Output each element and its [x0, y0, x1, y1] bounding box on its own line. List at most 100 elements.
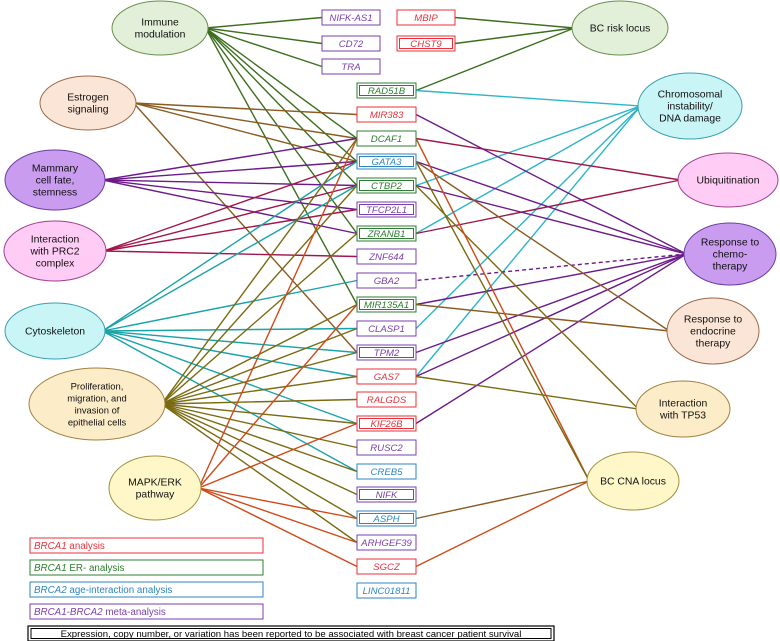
- gene-tra: TRA: [321, 58, 381, 75]
- gene-box: [356, 510, 417, 527]
- gene-arhgef39: ARHGEF39: [356, 534, 417, 551]
- gene-box-inner: [399, 38, 453, 49]
- edge-mammary-dcaf1: [102, 137, 358, 181]
- gene-label: RUSC2: [370, 443, 403, 454]
- edge-chemo-kif26b: [415, 253, 687, 425]
- edge-cin-clasp1: [415, 105, 642, 329]
- gene-box: [396, 35, 456, 52]
- gene-rad51b: RAD51B: [356, 82, 417, 99]
- category-label-line: Interaction: [31, 235, 80, 246]
- gene-box-inner: [359, 513, 414, 524]
- edge-immune-cd72: [205, 27, 323, 45]
- edge-bccna-gata3: [415, 161, 590, 482]
- gene-label: CD72: [339, 39, 364, 50]
- edge-cin-gas7: [415, 105, 642, 377]
- edge-chemo-gba2: [415, 253, 687, 282]
- edge-endo-mir135a1: [415, 303, 670, 332]
- gene-label: GAS7: [374, 372, 400, 383]
- category-ellipse: [3, 220, 107, 282]
- gene-label: RALGDS: [367, 395, 407, 406]
- gene-box: [356, 153, 417, 170]
- category-label-line: modulation: [135, 30, 186, 41]
- gene-zranb1: ZRANB1: [356, 225, 417, 242]
- gene-box: [356, 82, 417, 99]
- category-label-line: invasion of: [75, 405, 120, 416]
- category-label-line: endocrine: [690, 327, 736, 338]
- edge-prolif-gas7: [161, 375, 358, 405]
- category-label-line: Response to: [701, 238, 760, 249]
- category-label-line: with TP53: [659, 411, 706, 422]
- gene-box: [356, 177, 417, 194]
- edge-bccna-asph: [415, 480, 590, 520]
- category-label-line: Mammary: [32, 164, 79, 175]
- category-ellipse: [677, 152, 779, 208]
- edge-immune-dcaf1: [205, 27, 358, 140]
- edge-prc2-gata3: [103, 160, 358, 252]
- edge-prolif-asph: [161, 403, 358, 520]
- gene-cd72: CD72: [321, 35, 381, 52]
- gene-label: KIF26B: [371, 419, 404, 430]
- edge-cytoskeleton-gata3: [102, 160, 358, 332]
- edge-chemo-mir383: [415, 113, 687, 255]
- edge-cytoskeleton-clasp1: [102, 327, 358, 332]
- edge-cytoskeleton-ctbp2: [102, 184, 358, 332]
- gene-box: [356, 486, 417, 503]
- category-ellipse: [4, 149, 106, 211]
- edge-immune-mir135a1: [204, 27, 358, 305]
- edges-layer: [102, 16, 687, 568]
- edge-prc2-tfcp2l1: [103, 208, 358, 252]
- gene-box: [356, 296, 417, 313]
- legend-rest: age-interaction analysis: [67, 585, 173, 596]
- category-label-line: pathway: [136, 490, 176, 501]
- gene-label: TRA: [341, 62, 360, 73]
- edge-mammary-tfcp2l1: [102, 179, 358, 211]
- gene-label: MIR135A1: [364, 300, 409, 311]
- gene-box: [321, 35, 381, 52]
- category-ellipse: [586, 451, 680, 511]
- edge-prolif-tpm2: [161, 351, 358, 405]
- gene-label: MIR383: [370, 110, 404, 121]
- edge-prolif-creb5: [161, 403, 358, 473]
- gene-box-inner: [359, 180, 414, 191]
- edge-cin-ctbp2: [415, 105, 641, 187]
- legend-item: BRCA2 age-interaction analysis: [29, 581, 264, 598]
- edge-mapk-kif26b: [198, 422, 358, 489]
- edge-prolif-kif26b: [161, 403, 358, 425]
- legend-item: BRCA1-BRCA2 meta-analysis: [29, 603, 264, 620]
- gene-label: DCAF1: [371, 134, 402, 145]
- edge-prolif-rusc2: [161, 403, 358, 449]
- gene-box: [356, 201, 417, 218]
- category-label-line: Proliferation,: [71, 381, 124, 392]
- gene-box: [356, 225, 417, 242]
- legend-rest: ER- analysis: [67, 563, 125, 574]
- edge-cytoskeleton-gba2: [102, 279, 358, 332]
- gene-box: [356, 439, 417, 456]
- category-ellipse: [111, 0, 209, 56]
- category-label-line: BC CNA locus: [600, 477, 666, 488]
- edge-chemo-tpm2: [415, 253, 687, 354]
- legend-label: BRCA1 ER- analysis: [34, 563, 124, 574]
- category-label-line: therapy: [713, 262, 748, 273]
- gene-kif26b: KIF26B: [356, 415, 417, 432]
- legend-label: BRCA1 analysis: [34, 541, 105, 552]
- gene-box-inner: [359, 489, 414, 500]
- category-label-line: MAPK/ERK: [128, 478, 182, 489]
- edge-bccna-dcaf1: [415, 138, 590, 482]
- category-cytoskeleton: Cytoskeleton: [4, 302, 106, 360]
- gene-box-inner: [359, 418, 414, 429]
- gene-label: NIFK-AS1: [329, 13, 372, 24]
- edge-chemo-gas7: [415, 253, 687, 378]
- edge-prolif-zranb1: [161, 232, 358, 405]
- categories-layer: ImmunemodulationEstrogensignalingMammary…: [3, 0, 779, 521]
- gene-box: [356, 368, 417, 385]
- category-label-line: chemo-: [713, 250, 748, 261]
- gene-label: MBIP: [414, 13, 438, 24]
- gene-mir383: MIR383: [356, 106, 417, 123]
